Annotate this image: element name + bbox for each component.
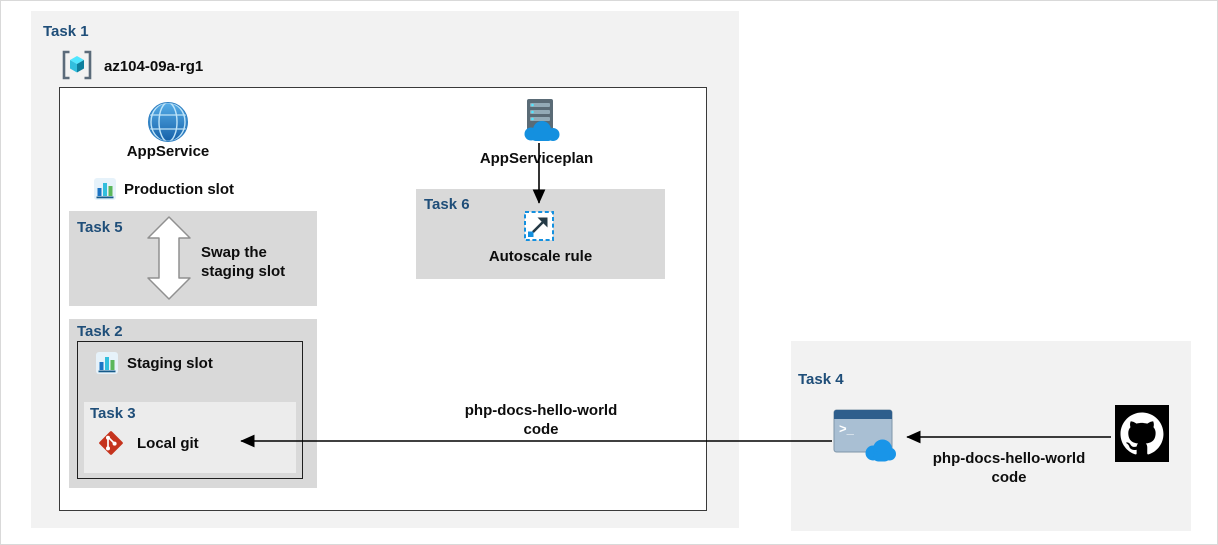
resource-group-icon: [62, 50, 92, 80]
center-code-note-line2: code: [523, 421, 559, 439]
shell-prompt: >_: [839, 421, 855, 436]
task5-text: Swap the staging slot: [201, 244, 286, 281]
resource-group-name: az104-09a-rg1: [104, 58, 204, 75]
git-icon: [99, 431, 123, 455]
app-service-globe-icon: [148, 102, 188, 142]
task6-box: Task 6 Autoscale rule: [416, 189, 665, 279]
deployment-slot-icon: [96, 352, 118, 374]
github-icon: [1115, 405, 1169, 462]
task6-label: Task 6: [424, 196, 470, 213]
autoscale-rule-label: Autoscale rule: [488, 248, 593, 265]
task2-box: Task 2 Staging slot Task 3: [69, 319, 317, 488]
production-slot-label: Production slot: [124, 181, 234, 198]
task4-code-note-line1: php-docs-hello-world: [932, 450, 1086, 467]
swap-arrows-icon: [147, 216, 191, 300]
cloud-shell-icon: >_: [833, 409, 896, 462]
app-service-plan-icon: [524, 99, 560, 141]
staging-slot-label: Staging slot: [127, 355, 213, 372]
center-code-note-line1: php-docs-hello-world: [464, 402, 618, 419]
task1-label: Task 1: [43, 23, 89, 40]
task5-label: Task 5: [77, 219, 123, 236]
deployment-slot-icon: [94, 178, 116, 200]
app-service-label: AppService: [126, 143, 210, 160]
task3-label: Task 3: [90, 405, 136, 422]
cloud-shape: [865, 439, 896, 462]
task4-code-note: php-docs-hello-world code: [919, 449, 1099, 487]
task3-box: Task 3 Local git: [84, 402, 296, 473]
autoscale-icon: [524, 211, 554, 241]
local-git-label: Local git: [137, 435, 199, 452]
task2-label: Task 2: [77, 323, 123, 340]
app-service-plan-label: AppServiceplan: [479, 150, 594, 167]
task5-box: Task 5 Swap the staging slot: [69, 211, 317, 306]
center-code-note: php-docs-hello-world code: [451, 401, 631, 439]
task4-box: Task 4 >_ php-docs-hello-world code: [791, 341, 1191, 531]
task4-label: Task 4: [798, 371, 844, 388]
staging-slot-box: Staging slot Task 3 Local git: [77, 341, 303, 479]
task4-code-note-line2: code: [991, 469, 1027, 487]
